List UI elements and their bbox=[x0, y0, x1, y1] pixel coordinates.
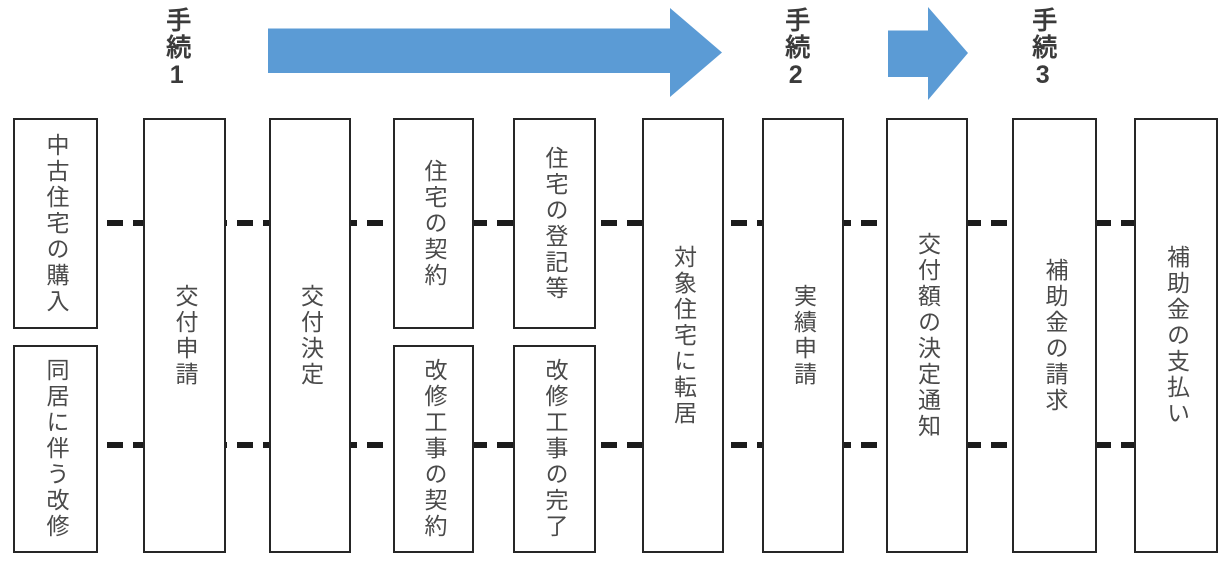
step-label: 交付額の決定通知 bbox=[914, 231, 941, 440]
step-housing-contract: 住宅の契約 bbox=[393, 118, 474, 329]
dashed-connector-top bbox=[55, 220, 1177, 226]
step-label: 実績申請 bbox=[790, 283, 817, 388]
step-grant-decision: 交付決定 bbox=[269, 118, 351, 553]
step-move-into-target-housing: 対象住宅に転居 bbox=[642, 118, 724, 553]
step-subsidy-claim: 補助金の請求 bbox=[1012, 118, 1097, 553]
step-housing-registration: 住宅の登記等 bbox=[513, 118, 596, 329]
step-label: 改修工事の契約 bbox=[421, 358, 447, 540]
arrow-right-small-icon bbox=[888, 7, 968, 100]
step-label: 住宅の登記等 bbox=[542, 145, 568, 302]
step-label: 補助金の請求 bbox=[1042, 257, 1068, 414]
procedure-3-label: 手続3 bbox=[1028, 7, 1057, 91]
step-label: 補助金の支払い bbox=[1163, 244, 1190, 427]
step-label: 同居に伴う改修 bbox=[43, 358, 69, 540]
step-renovation-work-completion: 改修工事の完了 bbox=[513, 345, 596, 553]
step-performance-application: 実績申請 bbox=[762, 118, 844, 553]
step-grant-amount-decision-notice: 交付額の決定通知 bbox=[886, 118, 968, 553]
step-label: 中古住宅の購入 bbox=[43, 132, 69, 315]
step-label: 交付決定 bbox=[297, 283, 324, 388]
procedure-1-label: 手続1 bbox=[162, 7, 191, 91]
step-label: 対象住宅に転居 bbox=[670, 244, 697, 427]
arrow-right-large-icon bbox=[268, 8, 722, 97]
step-label: 交付申請 bbox=[172, 283, 198, 388]
step-subsidy-payment: 補助金の支払い bbox=[1134, 118, 1218, 553]
flow-arrows bbox=[268, 7, 968, 100]
step-label: 改修工事の完了 bbox=[542, 358, 568, 540]
dashed-connector-bottom bbox=[55, 442, 1177, 448]
step-renovation-work-contract: 改修工事の契約 bbox=[393, 345, 474, 553]
step-renovation-for-cohabitation: 同居に伴う改修 bbox=[13, 345, 98, 553]
procedure-2-label: 手続2 bbox=[781, 7, 810, 91]
step-used-home-purchase: 中古住宅の購入 bbox=[13, 118, 98, 329]
step-grant-application: 交付申請 bbox=[143, 118, 226, 553]
step-label: 住宅の契約 bbox=[421, 158, 447, 289]
